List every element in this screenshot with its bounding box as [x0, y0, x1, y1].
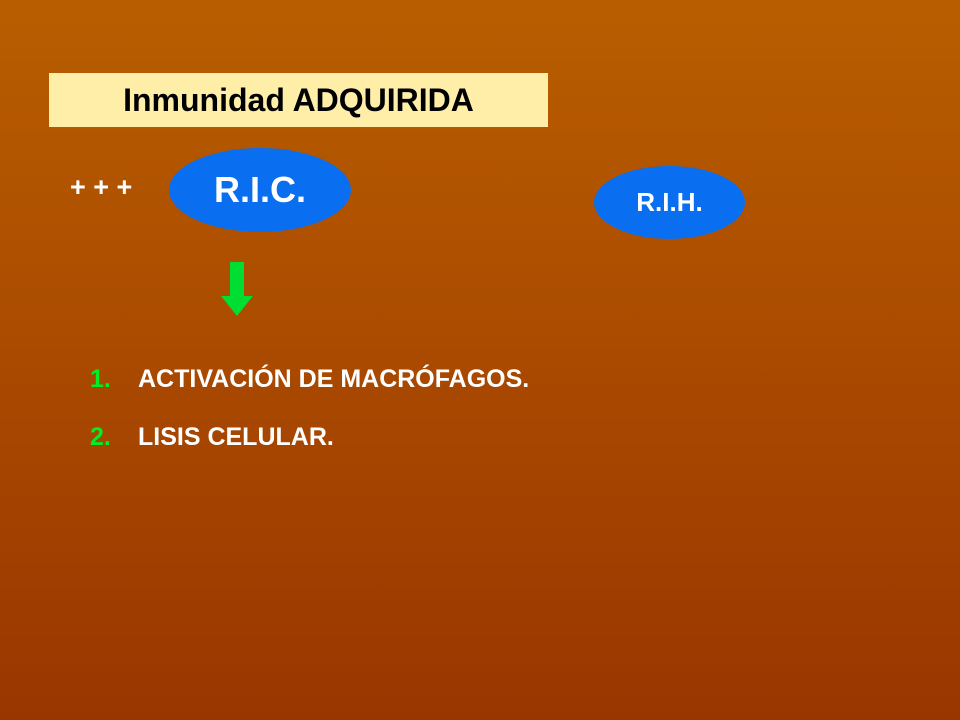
ric-label: R.I.C. — [213, 169, 306, 210]
list-item: 1. ACTIVACIÓN DE MACRÓFAGOS. — [90, 365, 529, 423]
list-item-text: ACTIVACIÓN DE MACRÓFAGOS. — [138, 365, 530, 393]
rih-label: R.I.H. — [636, 187, 703, 217]
result-list: 1. ACTIVACIÓN DE MACRÓFAGOS. 2. LISIS CE… — [90, 365, 529, 481]
down-arrow-icon — [221, 262, 253, 316]
slide-title: Inmunidad ADQUIRIDA — [123, 82, 474, 118]
plus-signs: + + + — [70, 172, 133, 202]
list-item: 2. LISIS CELULAR. — [90, 423, 529, 481]
ric-oval: R.I.C. — [169, 148, 351, 232]
rih-oval: R.I.H. — [594, 166, 745, 239]
list-item-text: LISIS CELULAR. — [138, 423, 334, 451]
title-box: Inmunidad ADQUIRIDA — [49, 73, 548, 127]
list-item-number: 2. — [90, 423, 111, 451]
list-item-number: 1. — [90, 365, 111, 393]
